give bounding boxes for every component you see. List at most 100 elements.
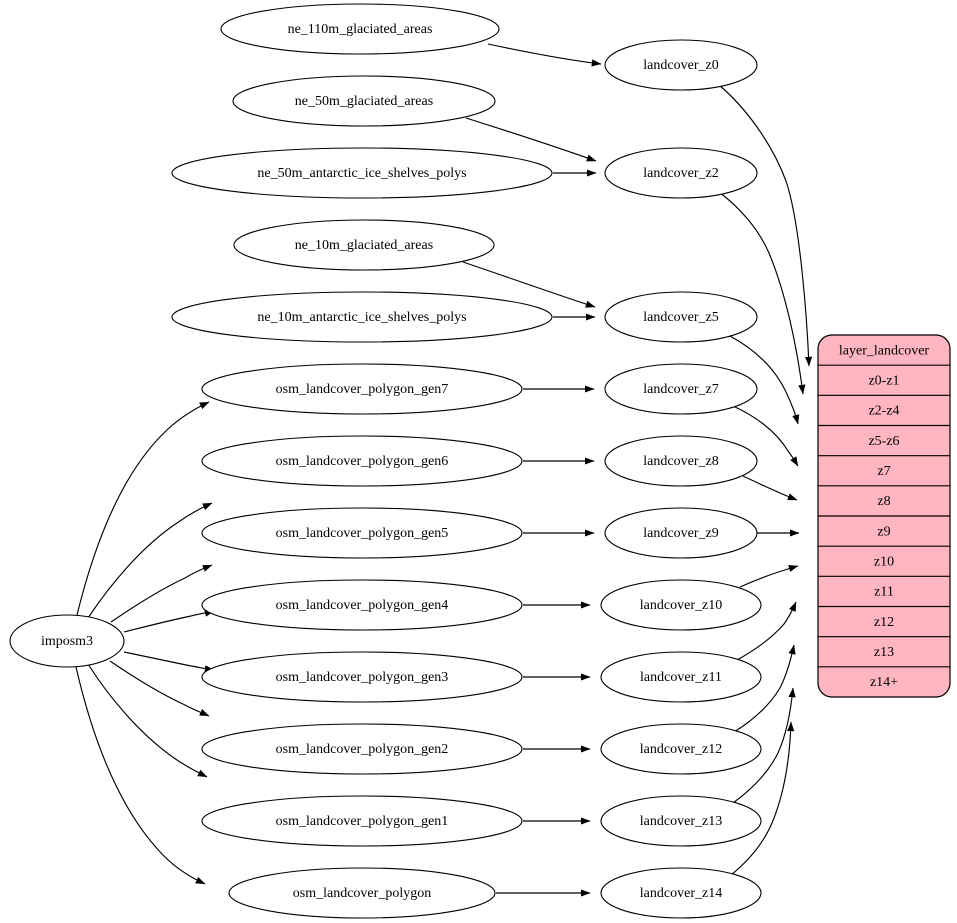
node-ne_10m_glaciated_areas[interactable]: ne_10m_glaciated_areas <box>233 219 495 271</box>
landcover_z9-shape <box>604 507 758 559</box>
osm_landcover_polygon_gen2-shape <box>201 723 523 775</box>
osm_landcover_polygon_gen6-shape <box>201 435 523 487</box>
edge-landcover_z8-to-layer_landcover_z8 <box>742 475 798 501</box>
node-ne_10m_antarctic_ice_shelves_polys[interactable]: ne_10m_antarctic_ice_shelves_polys <box>171 291 553 343</box>
node-landcover_z11[interactable]: landcover_z11 <box>600 651 762 703</box>
ne_110m_glaciated_areas-shape <box>220 3 500 55</box>
node-ne_110m_glaciated_areas[interactable]: ne_110m_glaciated_areas <box>220 3 500 55</box>
node-landcover_z12[interactable]: landcover_z12 <box>600 723 762 775</box>
ne_10m_antarctic_ice_shelves_polys-label: ne_10m_antarctic_ice_shelves_polys <box>257 310 466 325</box>
record-row-z10[interactable]: z10 <box>874 554 894 569</box>
edge-imposm3-to-osm_landcover_polygon_gen4 <box>123 609 215 633</box>
edge-imposm3-to-osm_landcover_polygon_gen2 <box>109 660 210 717</box>
osm_landcover_polygon_gen4-label: osm_landcover_polygon_gen4 <box>276 598 449 613</box>
osm_landcover_polygon_gen3-shape <box>201 651 523 703</box>
node-osm_landcover_polygon_gen3[interactable]: osm_landcover_polygon_gen3 <box>201 651 523 703</box>
ne_10m_glaciated_areas-label: ne_10m_glaciated_areas <box>295 238 433 253</box>
node-landcover_z2[interactable]: landcover_z2 <box>604 147 758 199</box>
record-row-z8[interactable]: z8 <box>877 494 890 509</box>
node-landcover_z9[interactable]: landcover_z9 <box>604 507 758 559</box>
record-layer_landcover[interactable]: layer_landcover z0-z1 z2-z4 z5-z6 z7 z8 z9 z10 z… <box>817 334 951 698</box>
landcover_z8-shape <box>604 435 758 487</box>
edge-landcover_z14-to-layer_landcover_z14_plus <box>730 721 795 876</box>
node-ne_50m_antarctic_ice_shelves_polys[interactable]: ne_50m_antarctic_ice_shelves_polys <box>171 147 553 199</box>
edge-imposm3-to-osm_landcover_polygon_gen7 <box>76 401 210 616</box>
record-row-z5-z6[interactable]: z5-z6 <box>868 434 899 449</box>
node-osm_landcover_polygon_gen7[interactable]: osm_landcover_polygon_gen7 <box>201 363 523 415</box>
node-landcover_z7[interactable]: landcover_z7 <box>604 363 758 415</box>
edge-landcover_z12-to-layer_landcover_z12 <box>733 644 796 733</box>
osm_landcover_polygon_gen2-label: osm_landcover_polygon_gen2 <box>276 742 449 757</box>
landcover_z0-shape <box>604 39 758 91</box>
landcover_z10-shape <box>600 579 762 631</box>
record-row-z11[interactable]: z11 <box>874 585 894 600</box>
record-row-z12[interactable]: z12 <box>874 615 894 630</box>
landcover_z12-shape <box>600 723 762 775</box>
imposm3-shape <box>9 614 125 668</box>
ne_10m_antarctic_ice_shelves_polys-shape <box>171 291 553 343</box>
landcover_z2-label: landcover_z2 <box>643 166 718 181</box>
node-imposm3[interactable]: imposm3 <box>9 614 125 668</box>
edge-landcover_z2-to-layer_landcover_z2_z4 <box>718 191 806 395</box>
node-landcover_z13[interactable]: landcover_z13 <box>600 795 762 847</box>
edge-landcover_z13-to-layer_landcover_z13 <box>732 687 796 804</box>
edge-landcover_z10-to-layer_landcover_z10 <box>739 564 799 588</box>
ne_10m_glaciated_areas-shape <box>233 219 495 271</box>
landcover_z13-label: landcover_z13 <box>640 814 722 829</box>
edge-imposm3-to-osm_landcover_polygon_gen1 <box>87 663 208 778</box>
landcover_z13-shape <box>600 795 762 847</box>
edge-ne_110m_glaciated_areas-to-landcover_z0 <box>487 43 602 67</box>
edge-landcover_z0-to-layer_landcover_z0_z1 <box>718 84 813 367</box>
ne_50m_antarctic_ice_shelves_polys-shape <box>171 147 553 199</box>
node-osm_landcover_polygon_gen2[interactable]: osm_landcover_polygon_gen2 <box>201 723 523 775</box>
node-landcover_z5[interactable]: landcover_z5 <box>604 291 758 343</box>
record-row-z13[interactable]: z13 <box>874 645 894 660</box>
landcover_z14-label: landcover_z14 <box>640 886 722 901</box>
node-osm_landcover_polygon_gen1[interactable]: osm_landcover_polygon_gen1 <box>201 795 523 847</box>
osm_landcover_polygon_gen1-shape <box>201 795 523 847</box>
node-ne_50m_glaciated_areas[interactable]: ne_50m_glaciated_areas <box>232 75 496 127</box>
nodes-layer: imposm3 ne_110m_glaciated_areas ne_50m_gla… <box>9 3 762 919</box>
edge-imposm3-to-osm_landcover_polygon <box>75 666 206 885</box>
record-row-z2-z4[interactable]: z2-z4 <box>868 404 899 419</box>
osm_landcover_polygon_gen1-label: osm_landcover_polygon_gen1 <box>276 814 449 829</box>
record-row-z14-[interactable]: z14+ <box>870 675 898 690</box>
osm_landcover_polygon_gen6-label: osm_landcover_polygon_gen6 <box>276 454 449 469</box>
landcover_z10-label: landcover_z10 <box>640 598 722 613</box>
landcover_z5-label: landcover_z5 <box>643 310 718 325</box>
osm_landcover_polygon_gen7-shape <box>201 363 523 415</box>
edges-layer <box>75 43 813 897</box>
landcover_z7-shape <box>604 363 758 415</box>
landcover_z11-label: landcover_z11 <box>640 670 722 685</box>
edge-imposm3-to-osm_landcover_polygon_gen3 <box>123 651 215 673</box>
landcover_z2-shape <box>604 147 758 199</box>
record-row-layer-landcover: layer_landcover <box>839 343 930 358</box>
node-landcover_z14[interactable]: landcover_z14 <box>600 867 762 919</box>
record-row-z9[interactable]: z9 <box>877 524 890 539</box>
edge-ne_10m_glaciated_areas-to-landcover_z5 <box>462 261 596 308</box>
landcover_z5-shape <box>604 291 758 343</box>
landcover_z14-shape <box>600 867 762 919</box>
edge-landcover_z7-to-layer_landcover_z7 <box>732 405 799 467</box>
edge-landcover_z11-to-layer_landcover_z11 <box>736 601 797 661</box>
record-row-z0-z1[interactable]: z0-z1 <box>868 373 899 388</box>
landcover_z12-label: landcover_z12 <box>640 742 722 757</box>
node-osm_landcover_polygon[interactable]: osm_landcover_polygon <box>228 867 496 919</box>
node-landcover_z10[interactable]: landcover_z10 <box>600 579 762 631</box>
osm_landcover_polygon_gen5-shape <box>201 507 523 559</box>
node-osm_landcover_polygon_gen5[interactable]: osm_landcover_polygon_gen5 <box>201 507 523 559</box>
ne_110m_glaciated_areas-label: ne_110m_glaciated_areas <box>288 22 433 37</box>
node-osm_landcover_polygon_gen6[interactable]: osm_landcover_polygon_gen6 <box>201 435 523 487</box>
node-landcover_z8[interactable]: landcover_z8 <box>604 435 758 487</box>
node-landcover_z0[interactable]: landcover_z0 <box>604 39 758 91</box>
node-osm_landcover_polygon_gen4[interactable]: osm_landcover_polygon_gen4 <box>201 579 523 631</box>
record-row-z7[interactable]: z7 <box>877 464 890 479</box>
edge-landcover_z5-to-layer_landcover_z5_z6 <box>729 335 800 425</box>
osm_landcover_polygon_gen5-label: osm_landcover_polygon_gen5 <box>276 526 449 541</box>
osm_landcover_polygon_gen3-label: osm_landcover_polygon_gen3 <box>276 670 449 685</box>
landcover_z7-label: landcover_z7 <box>643 382 718 397</box>
ne_50m_antarctic_ice_shelves_polys-label: ne_50m_antarctic_ice_shelves_polys <box>257 166 466 181</box>
osm_landcover_polygon-shape <box>228 867 496 919</box>
